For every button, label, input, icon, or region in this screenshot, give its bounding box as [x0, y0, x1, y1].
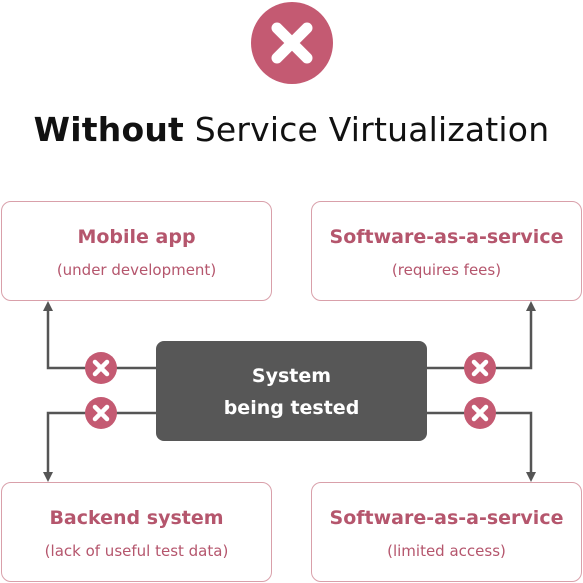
connector-mobile-app	[43, 301, 156, 370]
blocked-x-icon	[464, 352, 496, 384]
center-line-1: System	[251, 365, 332, 387]
node-mobile-app: Mobile app (under development)	[1, 201, 272, 301]
page-title: Without Service Virtualization	[0, 110, 583, 149]
node-saas-limited: Software-as-a-service (limited access)	[311, 482, 582, 582]
node-name: Backend system	[49, 507, 224, 529]
title-bold: Without	[33, 110, 184, 149]
connector-saas-fees	[427, 301, 536, 370]
node-subtitle: (requires fees)	[391, 261, 502, 279]
title-rest: Service Virtualization	[194, 110, 550, 149]
node-subtitle: (under development)	[56, 261, 217, 279]
center-line-2: being tested	[223, 397, 360, 419]
node-subtitle: (limited access)	[387, 542, 506, 560]
system-under-test-box: System being tested	[156, 341, 427, 441]
blocked-x-icon	[85, 352, 117, 384]
blocked-x-icon	[464, 397, 496, 429]
node-backend-system: Backend system (lack of useful test data…	[1, 482, 272, 582]
close-circle-icon	[251, 2, 333, 84]
node-subtitle: (lack of useful test data)	[44, 542, 229, 560]
node-name: Software-as-a-service	[329, 507, 564, 529]
connector-backend-system	[43, 411, 156, 482]
connector-saas-limited	[427, 411, 536, 482]
node-saas-fees: Software-as-a-service (requires fees)	[311, 201, 582, 301]
node-name: Software-as-a-service	[329, 226, 564, 248]
blocked-x-icon	[85, 397, 117, 429]
node-name: Mobile app	[77, 226, 196, 248]
